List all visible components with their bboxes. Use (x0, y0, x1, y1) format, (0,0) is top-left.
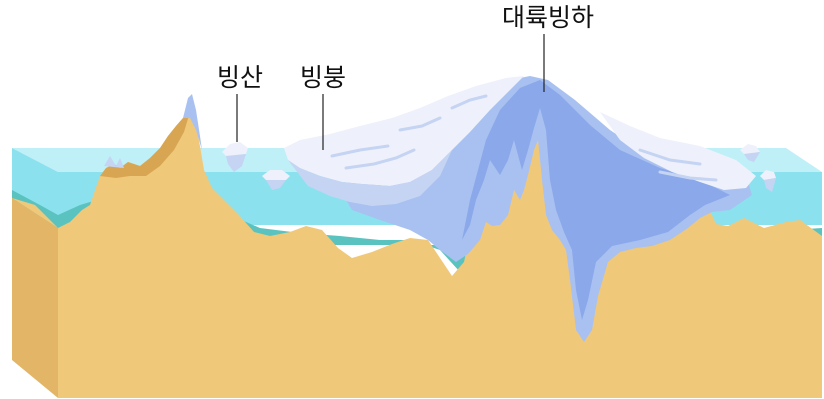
ice-sheet-label: 대륙빙하 (502, 3, 594, 32)
mountain-glacier (183, 94, 202, 150)
iceberg-left (222, 142, 248, 172)
iceberg-far-left (104, 156, 124, 168)
land-peak-shade (100, 112, 190, 178)
iceberg-right-1 (740, 144, 760, 162)
ice-surface-streaks (330, 94, 718, 182)
land-side-face (12, 198, 58, 398)
ice-shelf-underside (288, 150, 452, 206)
iceberg-right-2 (760, 170, 776, 192)
land-front (12, 108, 822, 398)
ice-sheet-core (462, 80, 730, 320)
iceberg-small-floating (262, 170, 290, 190)
iceberg-label: 빙산 (217, 63, 263, 92)
ice-sheet-right-snow (600, 112, 756, 190)
ice-shelf-label: 빙붕 (300, 63, 346, 92)
